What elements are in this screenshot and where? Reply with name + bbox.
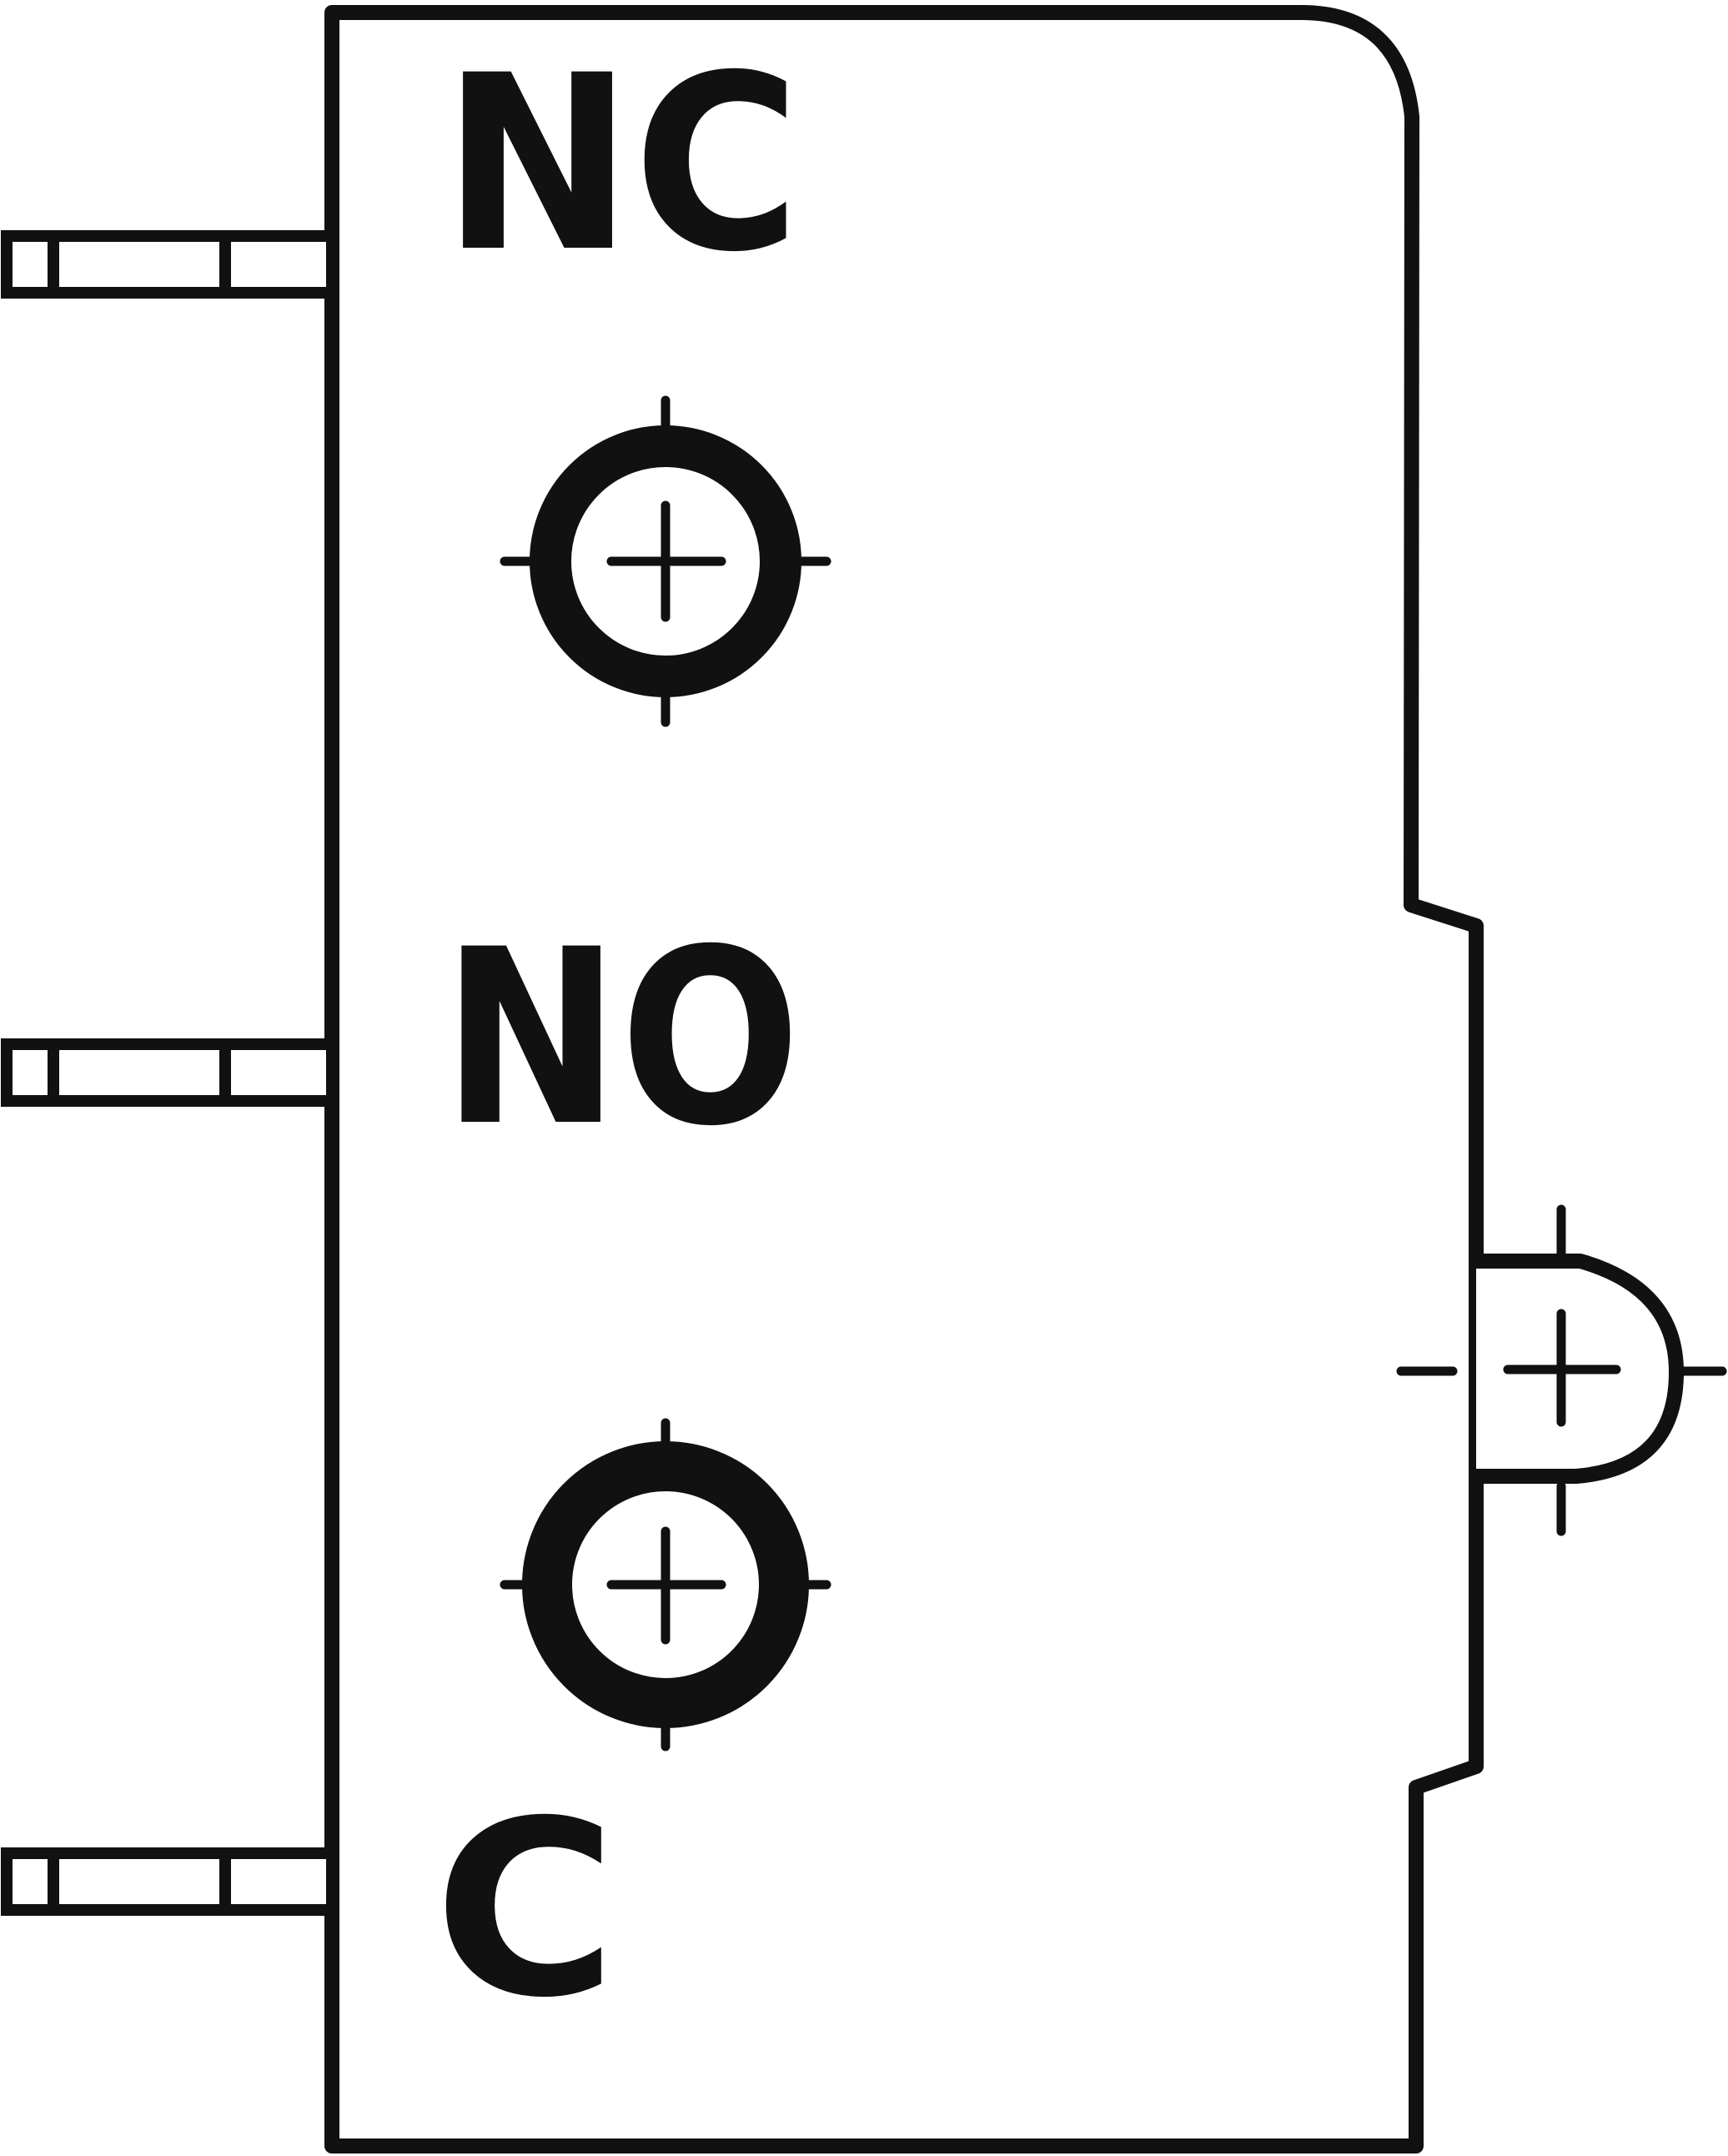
pin-no	[1, 1038, 338, 1107]
pin-nc	[1, 230, 338, 299]
pin-c	[1, 1847, 338, 1916]
actuator-crosshair-icon	[1396, 1204, 1727, 1536]
mounting-hole-upper-crosshair-icon	[606, 500, 726, 622]
mounting-hole-lower-crosshair-icon	[606, 1526, 726, 1645]
label-no: NO	[442, 898, 801, 1179]
mounting-hole-lower	[500, 1418, 831, 1751]
label-nc: NC	[442, 24, 801, 305]
switch-body-outline	[324, 5, 1484, 2153]
label-c: C	[434, 1770, 617, 2051]
mounting-hole-upper	[500, 395, 831, 727]
